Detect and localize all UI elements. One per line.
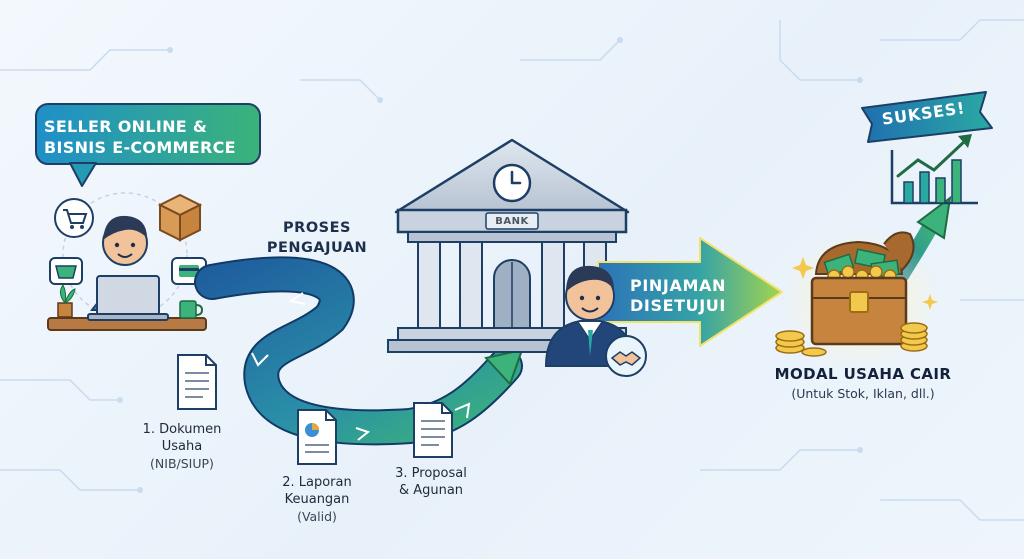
approval-arrow — [597, 237, 783, 347]
step-1-line1: 1. Dokumen — [142, 422, 222, 437]
approval-line1: PINJAMAN — [630, 276, 726, 295]
seller-bubble-line2: BISNIS E-COMMERCE — [44, 138, 236, 157]
step-2-line1: 2. Laporan — [282, 475, 352, 490]
outcome-subtitle: (Untuk Stok, Iklan, dll.) — [791, 386, 935, 401]
success-banner — [861, 91, 993, 143]
step-1-sub: (NIB/SIUP) — [150, 456, 214, 471]
document-icon — [413, 402, 453, 458]
approval-line2: DISETUJUI — [630, 296, 726, 315]
seller-bubble-label: SELLER ONLINE & BISNIS E-COMMERCE — [44, 116, 254, 158]
bank-label: BANK — [495, 216, 529, 227]
step-3-label: 3. Proposal & Agunan — [386, 465, 476, 499]
seller-scene — [47, 192, 207, 331]
parcel-box-icon — [157, 193, 203, 242]
process-title-line2: PENGAJUAN — [266, 240, 368, 256]
seller-bubble — [35, 103, 261, 187]
step-2-label: 2. Laporan Keuangan (Valid) — [272, 474, 362, 525]
basket-icon — [49, 257, 83, 285]
shopping-cart-icon — [54, 198, 94, 238]
approval-label: PINJAMAN DISETUJUI — [604, 276, 752, 316]
clock-icon — [492, 163, 532, 203]
process-title: PROSES PENGAJUAN — [262, 218, 372, 258]
seller-bubble-line1: SELLER ONLINE & — [44, 117, 208, 136]
growth-chart-icon — [890, 134, 978, 205]
laptop-icon — [87, 275, 169, 321]
outcome-title: MODAL USAHA CAIR — [774, 365, 952, 383]
treasure-chest-icon — [775, 230, 940, 370]
step-1-label: 1. Dokumen Usaha (NIB/SIUP) — [142, 421, 222, 472]
step-3-line1: 3. Proposal — [395, 466, 467, 481]
circuit-lines — [0, 19, 1024, 521]
step-3-line2: & Agunan — [398, 483, 464, 498]
document-icon — [177, 354, 217, 410]
step-2-line2: Keuangan — [284, 492, 350, 507]
process-title-line1: PROSES — [283, 220, 351, 236]
step-2-sub: (Valid) — [297, 509, 337, 524]
handshake-icon — [605, 335, 647, 377]
step-1-line2: Usaha — [161, 439, 203, 454]
document-icon — [297, 409, 337, 465]
